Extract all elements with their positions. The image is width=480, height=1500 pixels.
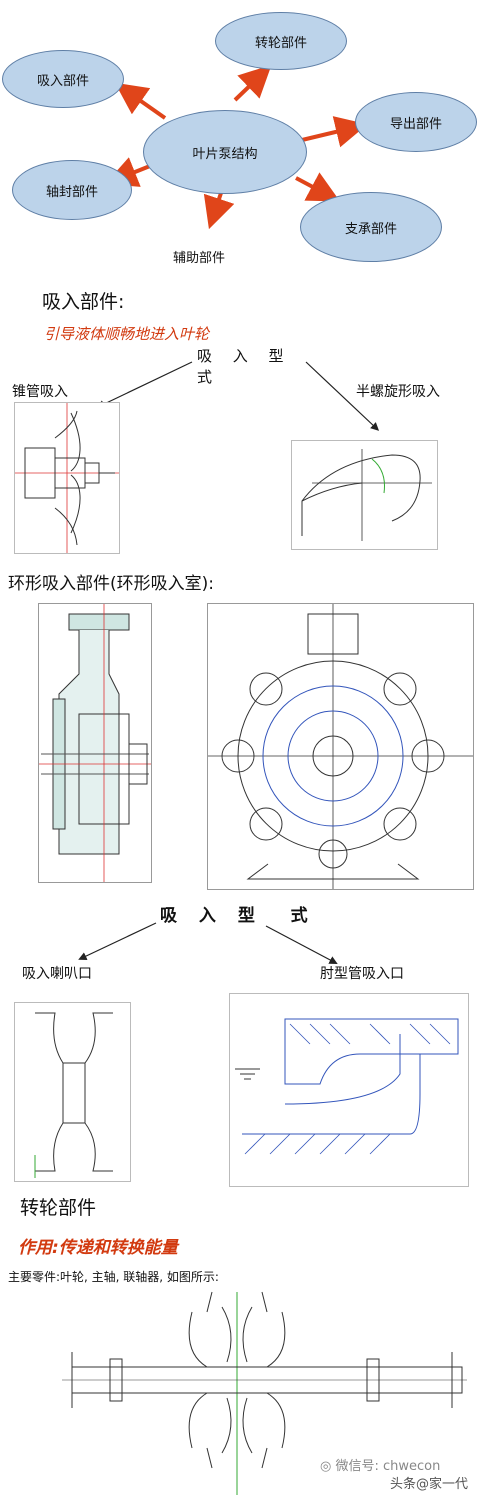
bellmouth-label: 吸入喇叭口	[22, 966, 92, 982]
watermark-toutiao: 头条@家一代	[390, 1477, 469, 1492]
node-rotor: 转轮部件	[215, 12, 347, 70]
suction-subtitle: 引导液体顺畅地进入叶轮	[44, 325, 210, 343]
node-support: 支承部件	[300, 192, 442, 262]
annular-section-svg	[39, 604, 151, 882]
arrow-to-semispiral	[305, 361, 380, 431]
elbow-svg	[235, 1018, 459, 1155]
rotor-title: 转轮部件	[20, 1197, 97, 1219]
arrow-to-auxiliary	[203, 189, 235, 230]
semi-spiral-drawing	[291, 440, 438, 550]
suction-types-arrows	[78, 922, 338, 964]
suction-type-label-2: 式	[197, 368, 213, 386]
right-type-semi-spiral: 半螺旋形吸入	[356, 384, 440, 400]
elbow-drawing	[229, 993, 469, 1187]
left-type-cone: 锥管吸入	[12, 384, 68, 400]
wechat-icon: ◎	[320, 1459, 332, 1474]
arrow-to-support	[295, 172, 341, 202]
arrow-to-rotor	[233, 64, 272, 102]
node-suction: 吸入部件	[2, 50, 124, 108]
rotor-parts-line: 主要零件:叶轮, 主轴, 联轴器, 如图所示:	[8, 1270, 219, 1284]
annular-front-svg	[208, 604, 473, 889]
node-discharge-label: 导出部件	[389, 116, 442, 132]
bellmouth-svg	[34, 1012, 113, 1178]
node-discharge: 导出部件	[355, 92, 477, 152]
suction-types-heading: 吸 入 型 式	[160, 906, 316, 926]
rotor-subtitle: 作用:传递和转换能量	[18, 1238, 178, 1258]
arrow-to-discharge	[301, 116, 368, 148]
cone-suction-svg	[15, 403, 119, 553]
watermark-wechat: ◎ 微信号: chwecon	[320, 1455, 440, 1474]
node-center-label: 叶片泵结构	[192, 146, 258, 162]
arrow-to-bellmouth	[78, 922, 157, 961]
annular-front-drawing	[207, 603, 474, 890]
annular-title: 环形吸入部件(环形吸入室):	[8, 574, 214, 594]
arrow-to-suction	[114, 82, 167, 120]
annular-section-drawing	[38, 603, 152, 883]
node-shaft-seal: 轴封部件	[12, 160, 132, 220]
rotor-svg	[62, 1291, 467, 1495]
node-shaft-seal-label: 轴封部件	[45, 184, 98, 200]
watermark-text-1: 微信号:	[335, 1459, 379, 1474]
rotor-drawing	[12, 1291, 472, 1495]
watermark-text-3: chwecon	[383, 1459, 441, 1474]
bellmouth-drawing	[14, 1002, 131, 1182]
suction-type-label-1: 吸 入 型	[197, 347, 292, 365]
node-rotor-label: 转轮部件	[254, 35, 307, 51]
suction-title: 吸入部件:	[42, 291, 125, 313]
arrow-to-cone	[96, 361, 193, 408]
node-center: 叶片泵结构	[143, 110, 307, 194]
cone-suction-drawing	[14, 402, 120, 554]
elbow-label: 肘型管吸入口	[320, 966, 404, 982]
arrow-to-elbow	[265, 925, 338, 964]
suction-pointer-arrows	[96, 361, 380, 431]
node-support-label: 支承部件	[344, 221, 397, 237]
semi-spiral-svg	[301, 449, 432, 541]
node-suction-label: 吸入部件	[36, 73, 89, 89]
node-auxiliary-label: 辅助部件	[173, 251, 226, 266]
